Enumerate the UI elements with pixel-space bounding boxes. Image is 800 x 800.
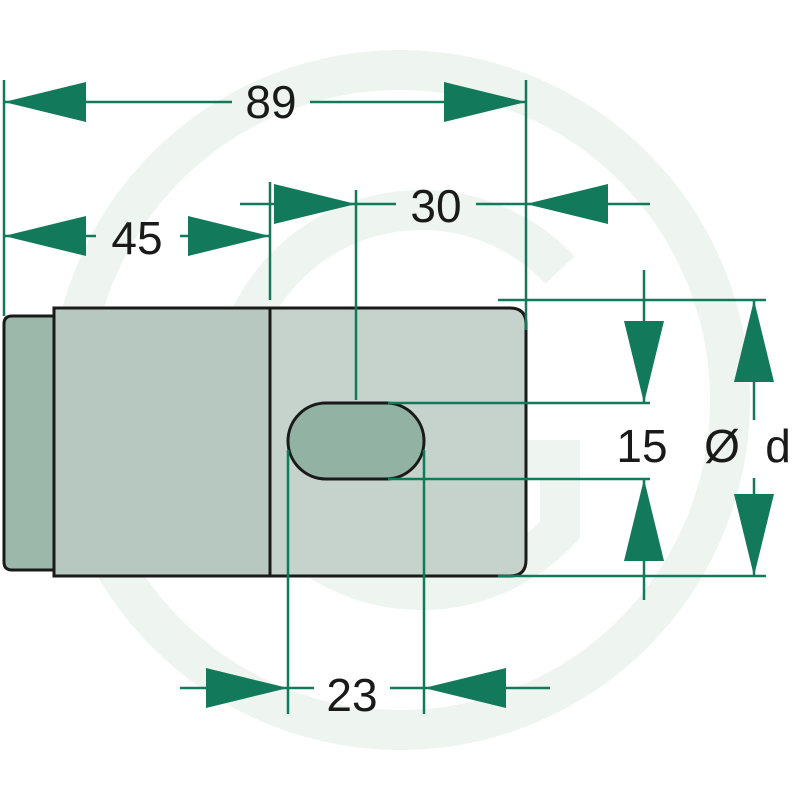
pin-base-section (52, 306, 272, 578)
pin-body (2, 306, 528, 578)
arrow-89-right (444, 82, 526, 122)
arrow-45-right (188, 216, 270, 256)
arrow-15-top (624, 321, 664, 403)
dim-tip-offset: 30 (410, 180, 461, 232)
pin-slot (286, 401, 426, 481)
arrow-15-bottom (624, 479, 664, 561)
arrow-23-left (206, 668, 288, 708)
arrow-23-right (424, 668, 506, 708)
arrow-30-left (274, 184, 356, 224)
arrow-30-right (526, 184, 608, 224)
pin-end-ring (2, 314, 56, 572)
dim-slot-width: 15 (616, 420, 667, 472)
arrowheads (4, 82, 774, 708)
arrow-89-left (4, 82, 86, 122)
dim-diameter-var: d (765, 420, 791, 472)
dim-overall-length: 89 (245, 76, 296, 128)
dim-slot-length: 23 (326, 669, 377, 721)
extension-lines (2, 80, 766, 714)
dim-diameter-symbol: Ø (704, 420, 740, 472)
arrow-d-bottom (734, 494, 774, 576)
arrow-d-top (734, 300, 774, 382)
arrow-45-left (4, 216, 86, 256)
dim-base-length: 45 (111, 212, 162, 264)
